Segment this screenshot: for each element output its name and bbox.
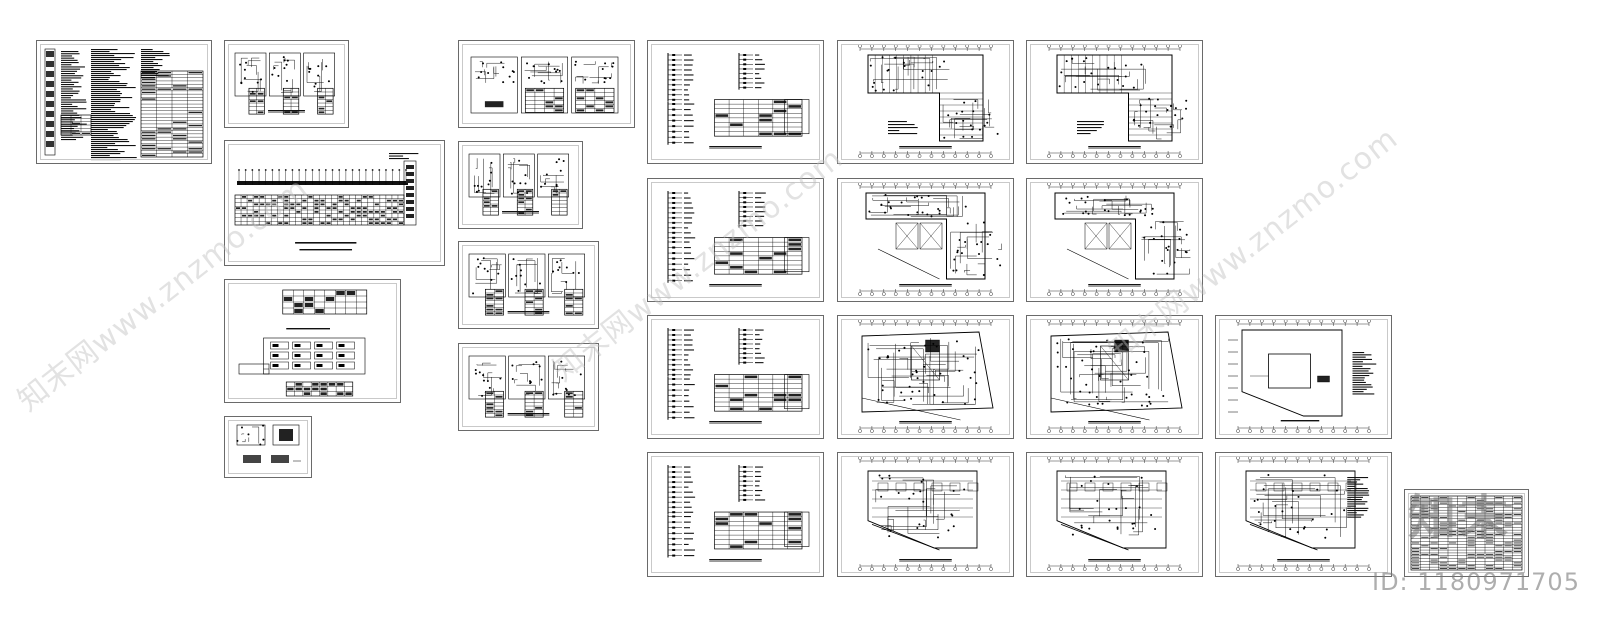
sheet-floor-plan-5[interactable]: [1026, 40, 1203, 164]
sheet-roof-plan[interactable]: [1215, 315, 1392, 439]
sheet-control-schematic-1[interactable]: [458, 141, 583, 229]
image-id-label: ID: 1180971705: [1372, 568, 1580, 596]
sheet-floor-plan-3[interactable]: [837, 315, 1014, 439]
brand-logo: 知末: [1408, 490, 1513, 546]
sheet-system-diagram[interactable]: [224, 279, 401, 403]
sheet-control-schematic-3[interactable]: [458, 343, 599, 431]
sheet-distribution-riser[interactable]: [224, 140, 445, 266]
sheet-panel-schedule-3[interactable]: [647, 315, 824, 439]
sheet-control-schematic-2[interactable]: [458, 241, 599, 329]
sheet-floor-plan-7[interactable]: [1026, 315, 1203, 439]
sheet-panel-schedule-1[interactable]: [647, 40, 824, 164]
sheet-details-small[interactable]: [224, 416, 312, 478]
sheet-panel-boxes[interactable]: [458, 40, 635, 128]
sheet-design-notes[interactable]: [36, 40, 212, 164]
sheet-basement-plan-3[interactable]: [1215, 452, 1392, 577]
sheet-material-table[interactable]: [1404, 489, 1529, 577]
sheet-floor-plan-8[interactable]: [1026, 452, 1203, 577]
sheet-single-line-small[interactable]: [224, 40, 349, 128]
sheet-floor-plan-2[interactable]: [837, 178, 1014, 302]
sheet-panel-schedule-4[interactable]: [647, 452, 824, 577]
sheet-panel-schedule-2[interactable]: [647, 178, 824, 302]
sheet-floor-plan-4[interactable]: [837, 452, 1014, 577]
sheet-floor-plan-1[interactable]: [837, 40, 1014, 164]
sheet-floor-plan-6[interactable]: [1026, 178, 1203, 302]
